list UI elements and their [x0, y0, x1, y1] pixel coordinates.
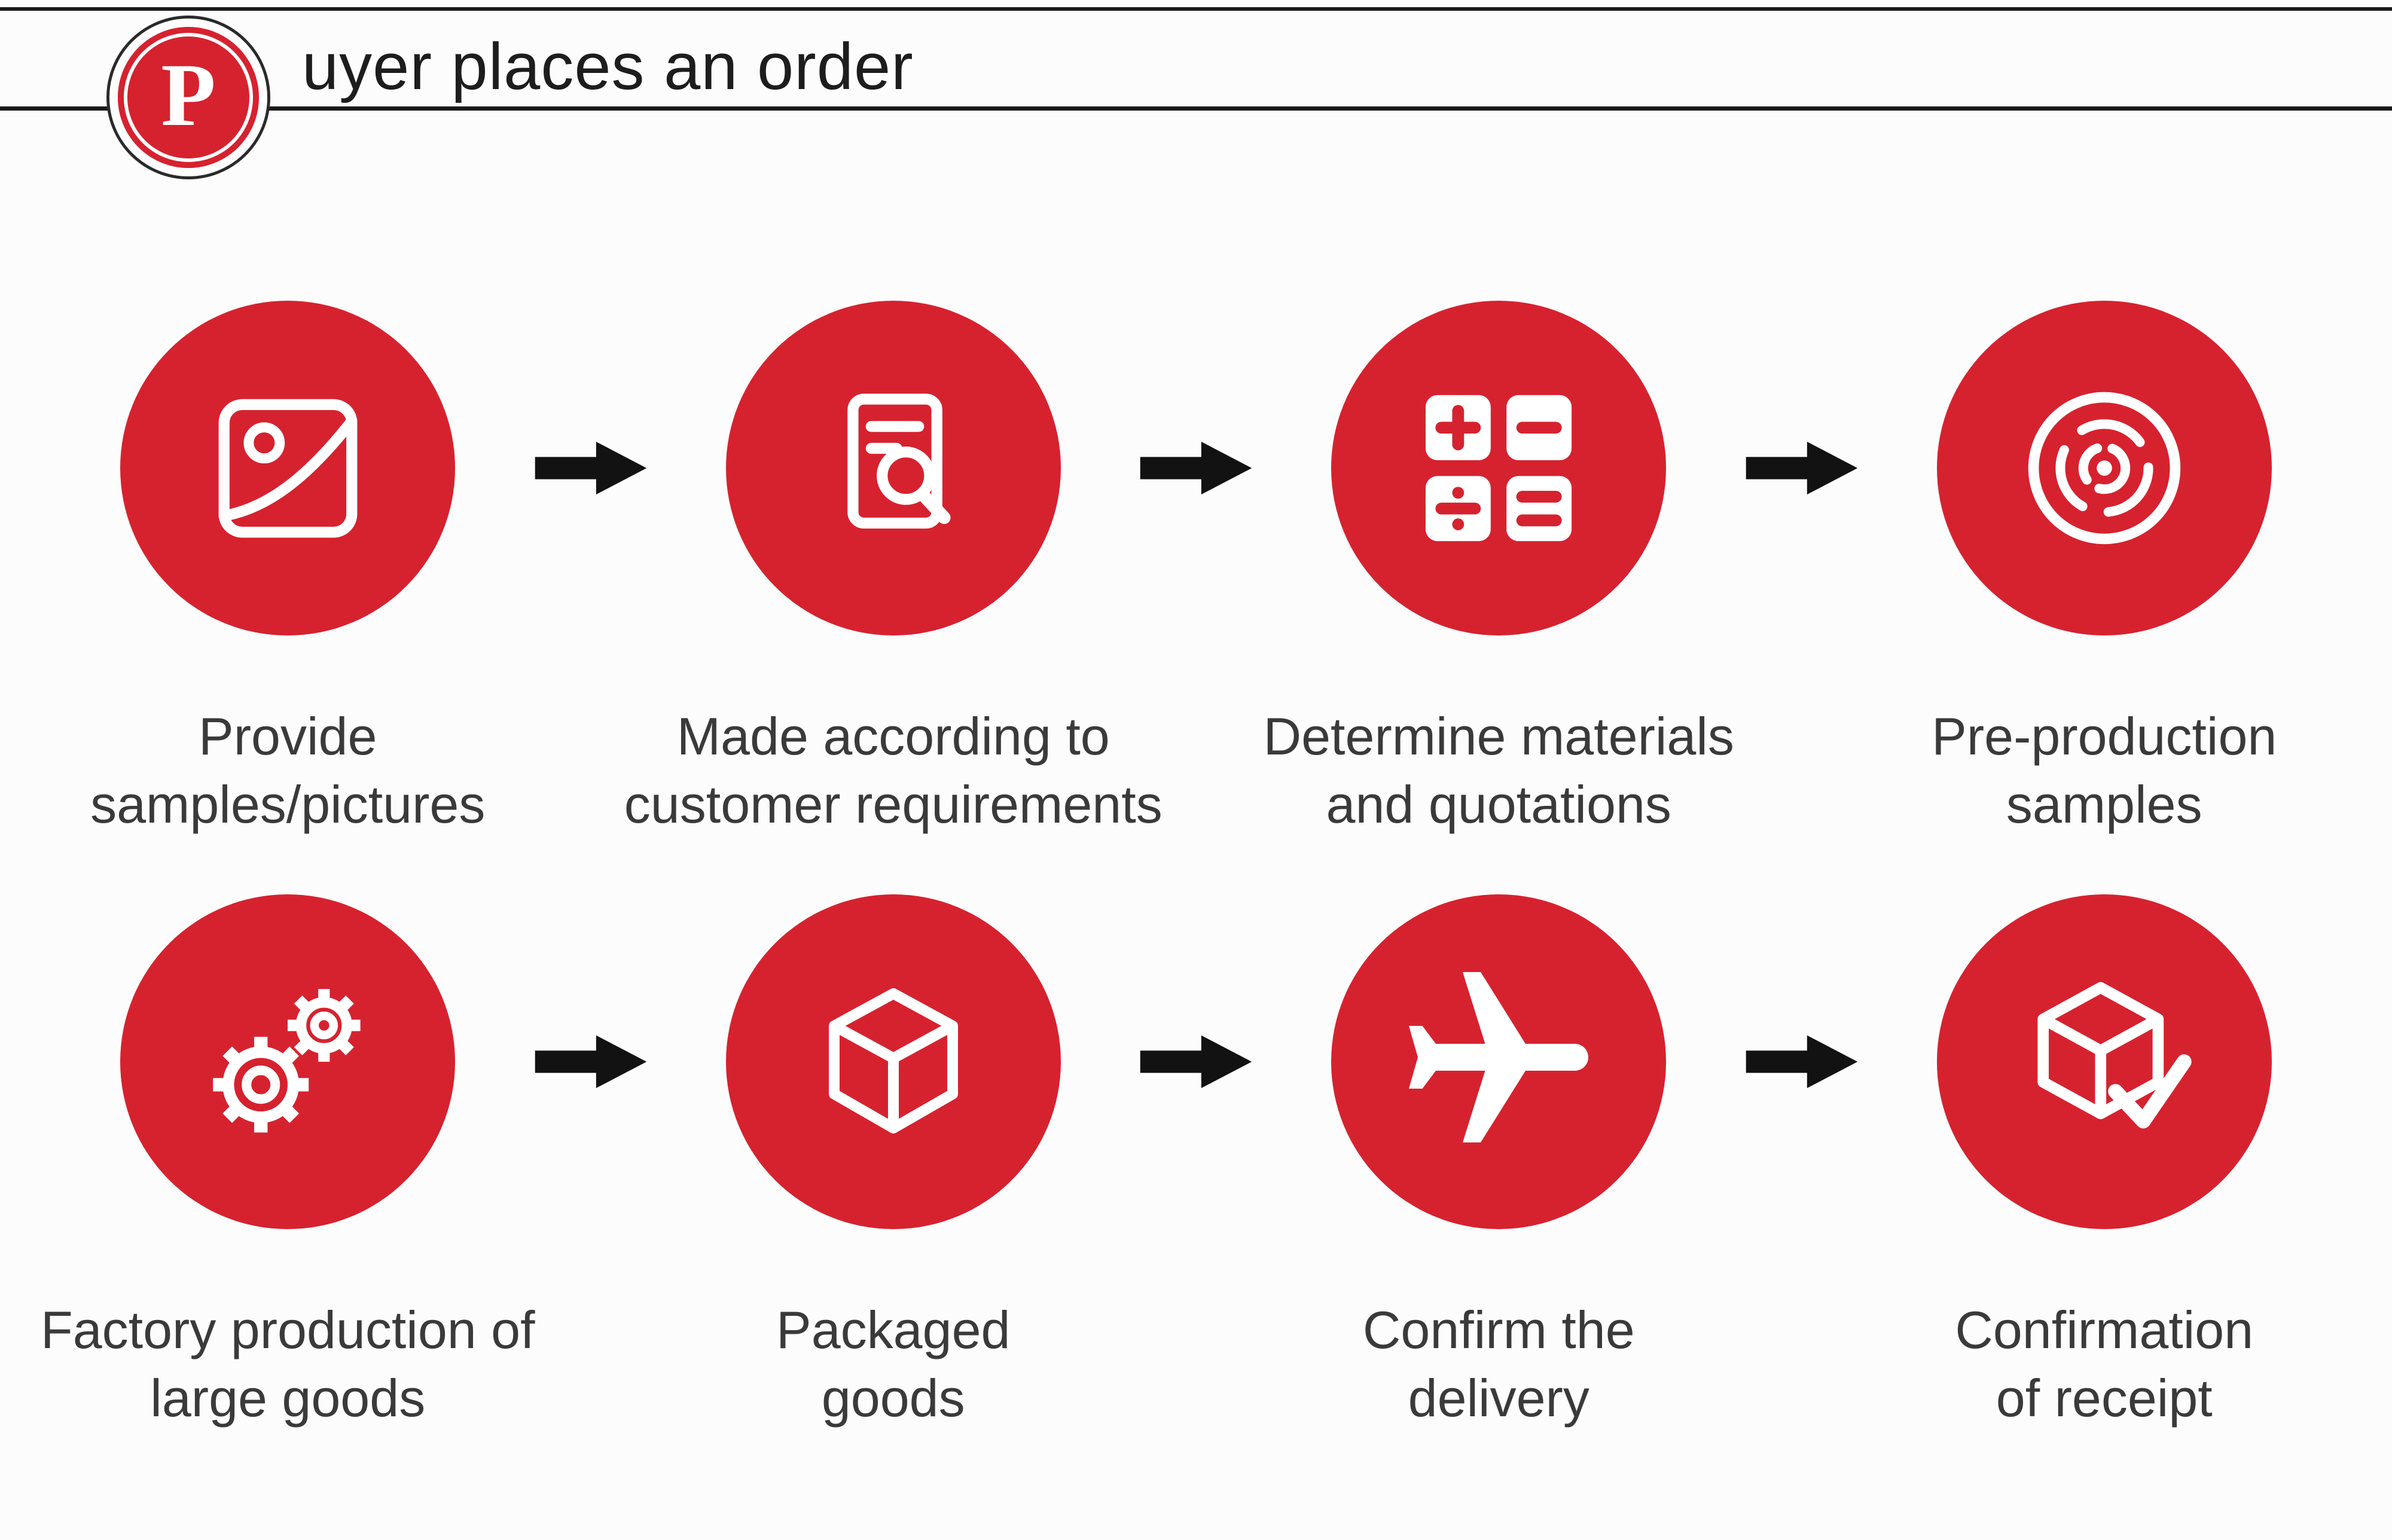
box-check-icon-badge: [1936, 894, 2272, 1229]
disc-icon: [2028, 392, 2180, 545]
step-provide-samples: Provide samples/pictures: [48, 301, 528, 839]
document-search-icon-badge: [725, 301, 1061, 635]
arrow-right-icon: [1133, 436, 1259, 500]
step-confirm-delivery: Confirm the delivery: [1259, 894, 1739, 1433]
flow-row-1: Provide samples/pictures Made according …: [0, 301, 2392, 839]
picture-icon: [218, 399, 358, 537]
step-materials-quotations: Determine materials and quotations: [1259, 301, 1739, 839]
package-box-icon-badge: [725, 894, 1061, 1229]
step-label: Made according to customer requirements: [624, 707, 1163, 835]
step-label: Determine materials and quotations: [1263, 707, 1734, 835]
arrow-right-icon: [528, 1029, 654, 1094]
calculator-icon: [1426, 395, 1572, 542]
logo-letter: P: [161, 45, 216, 145]
step-confirmation-receipt: Confirmation of receipt: [1865, 894, 2345, 1433]
gears-icon: [213, 989, 361, 1133]
brand-logo: P: [106, 16, 270, 179]
header: P uyer places an order: [0, 0, 2392, 185]
box-check-icon: [2037, 982, 2192, 1129]
picture-icon-badge: [120, 301, 456, 635]
gears-icon-badge: [120, 894, 456, 1229]
arrow-right-icon: [528, 436, 654, 500]
logo-circle: P: [118, 27, 259, 168]
arrow-right-icon: [1133, 1029, 1259, 1094]
step-label: Packaged goods: [776, 1300, 1011, 1428]
header-underline: [0, 106, 2392, 111]
step-label: Factory production of large goods: [40, 1300, 535, 1428]
step-label: Confirm the delivery: [1362, 1300, 1635, 1428]
page-title: uyer places an order: [302, 30, 914, 103]
step-preproduction-samples: Pre-production samples: [1865, 301, 2345, 839]
disc-icon-badge: [1936, 301, 2272, 635]
flow-row-2: Factory production of large goods Packag…: [0, 894, 2392, 1433]
step-packaged-goods: Packaged goods: [654, 894, 1134, 1433]
airplane-icon-badge: [1331, 894, 1667, 1229]
step-label: Pre-production samples: [1932, 707, 2277, 835]
package-box-icon: [828, 988, 958, 1133]
top-border-line: [0, 7, 2392, 11]
step-label: Confirmation of receipt: [1955, 1300, 2254, 1428]
airplane-icon: [1409, 971, 1589, 1142]
arrow-right-icon: [1739, 436, 1865, 500]
calculator-icon-badge: [1331, 301, 1667, 635]
document-search-icon: [847, 393, 951, 528]
arrow-right-icon: [1739, 1029, 1865, 1094]
step-factory-production: Factory production of large goods: [41, 894, 535, 1433]
step-label: Provide samples/pictures: [90, 707, 486, 835]
step-made-to-requirements: Made according to customer requirements: [624, 301, 1163, 839]
